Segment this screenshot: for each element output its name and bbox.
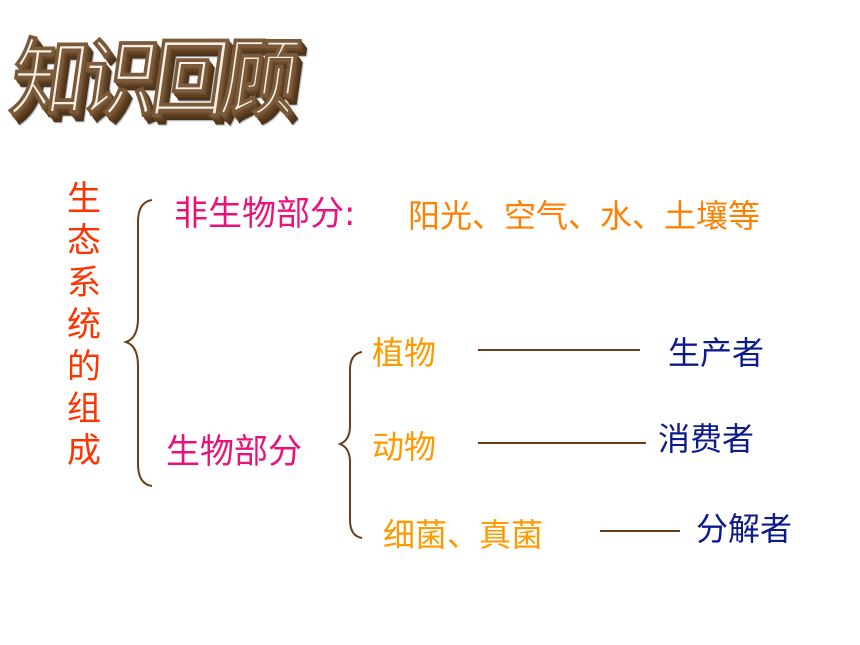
role-producer: 生产者 [668,334,765,372]
ecosystem-composition-label: 生态系统的组成 [67,179,101,471]
abiotic-heading: 非生物部分: [174,186,355,235]
main-curly-brace [122,199,153,487]
abiotic-colon: : [344,194,356,234]
organism-animals: 动物 [372,428,437,466]
biotic-curly-brace [337,351,363,539]
organism-bacteria-fungi: 细菌、真菌 [383,516,544,554]
biotic-heading: 生物部分 [166,432,302,472]
role-decomposer: 分解者 [696,510,793,548]
abiotic-heading-text: 非生物部分 [174,194,344,234]
role-consumer: 消费者 [658,420,755,458]
abiotic-items: 阳光、空气、水、土壤等 [408,197,761,235]
organism-plants: 植物 [372,334,437,372]
